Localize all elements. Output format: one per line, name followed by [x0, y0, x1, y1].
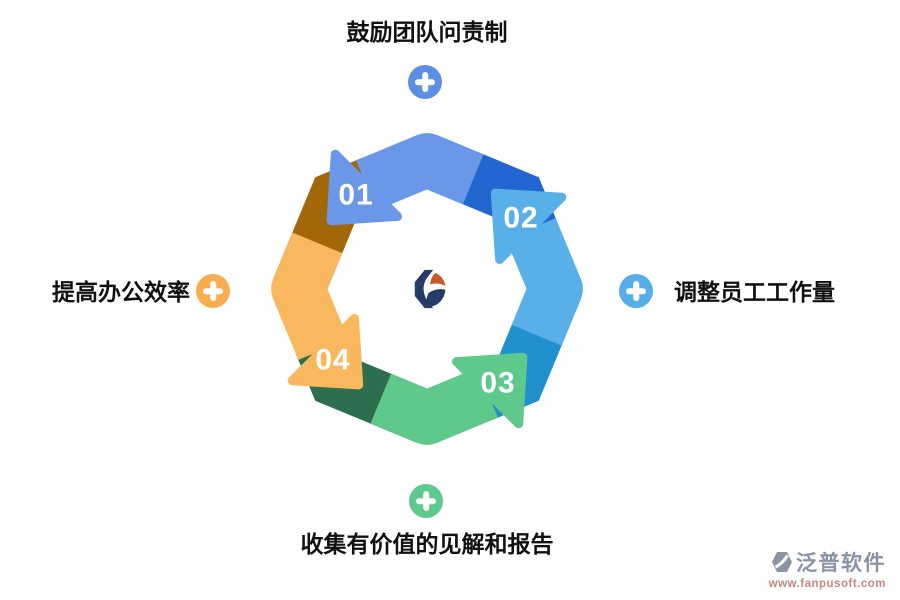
cycle-diagram: 01 02 03 04: [271, 133, 583, 445]
fanpu-logo: [414, 269, 446, 309]
annotation-right: 调整员工工作量: [674, 279, 835, 305]
arrow-04-label: 04: [315, 344, 350, 377]
plus-icon: [619, 274, 653, 308]
plus-icon: [196, 274, 230, 308]
arrow-02-head: [490, 188, 567, 264]
arrow-04-band: [271, 232, 349, 360]
arrow-02-label: 02: [503, 202, 538, 235]
watermark-brand: 泛普软件: [796, 552, 886, 575]
plus-icon: [409, 484, 443, 518]
arrow-03-label: 03: [480, 367, 515, 400]
plus-icon: [408, 65, 442, 99]
arrow-04-head: [287, 314, 364, 390]
watermark-url: www.fanpusoft.com: [768, 578, 886, 590]
watermark: 泛普软件 www.fanpusoft.com: [769, 547, 886, 590]
annotation-left: 提高办公效率: [52, 279, 190, 305]
annotation-bottom: 收集有价值的见解和报告: [300, 531, 554, 557]
arrow-03-band: [370, 367, 498, 445]
arrow-01-head: [326, 149, 402, 226]
arrow-01-band: [356, 133, 484, 211]
watermark-logo-icon: [772, 552, 792, 572]
annotation-top: 鼓励团队问责制: [346, 19, 508, 45]
arrow-01-label: 01: [338, 179, 373, 212]
arrow-03-head: [452, 352, 528, 429]
arrow-02-band: [505, 218, 583, 346]
